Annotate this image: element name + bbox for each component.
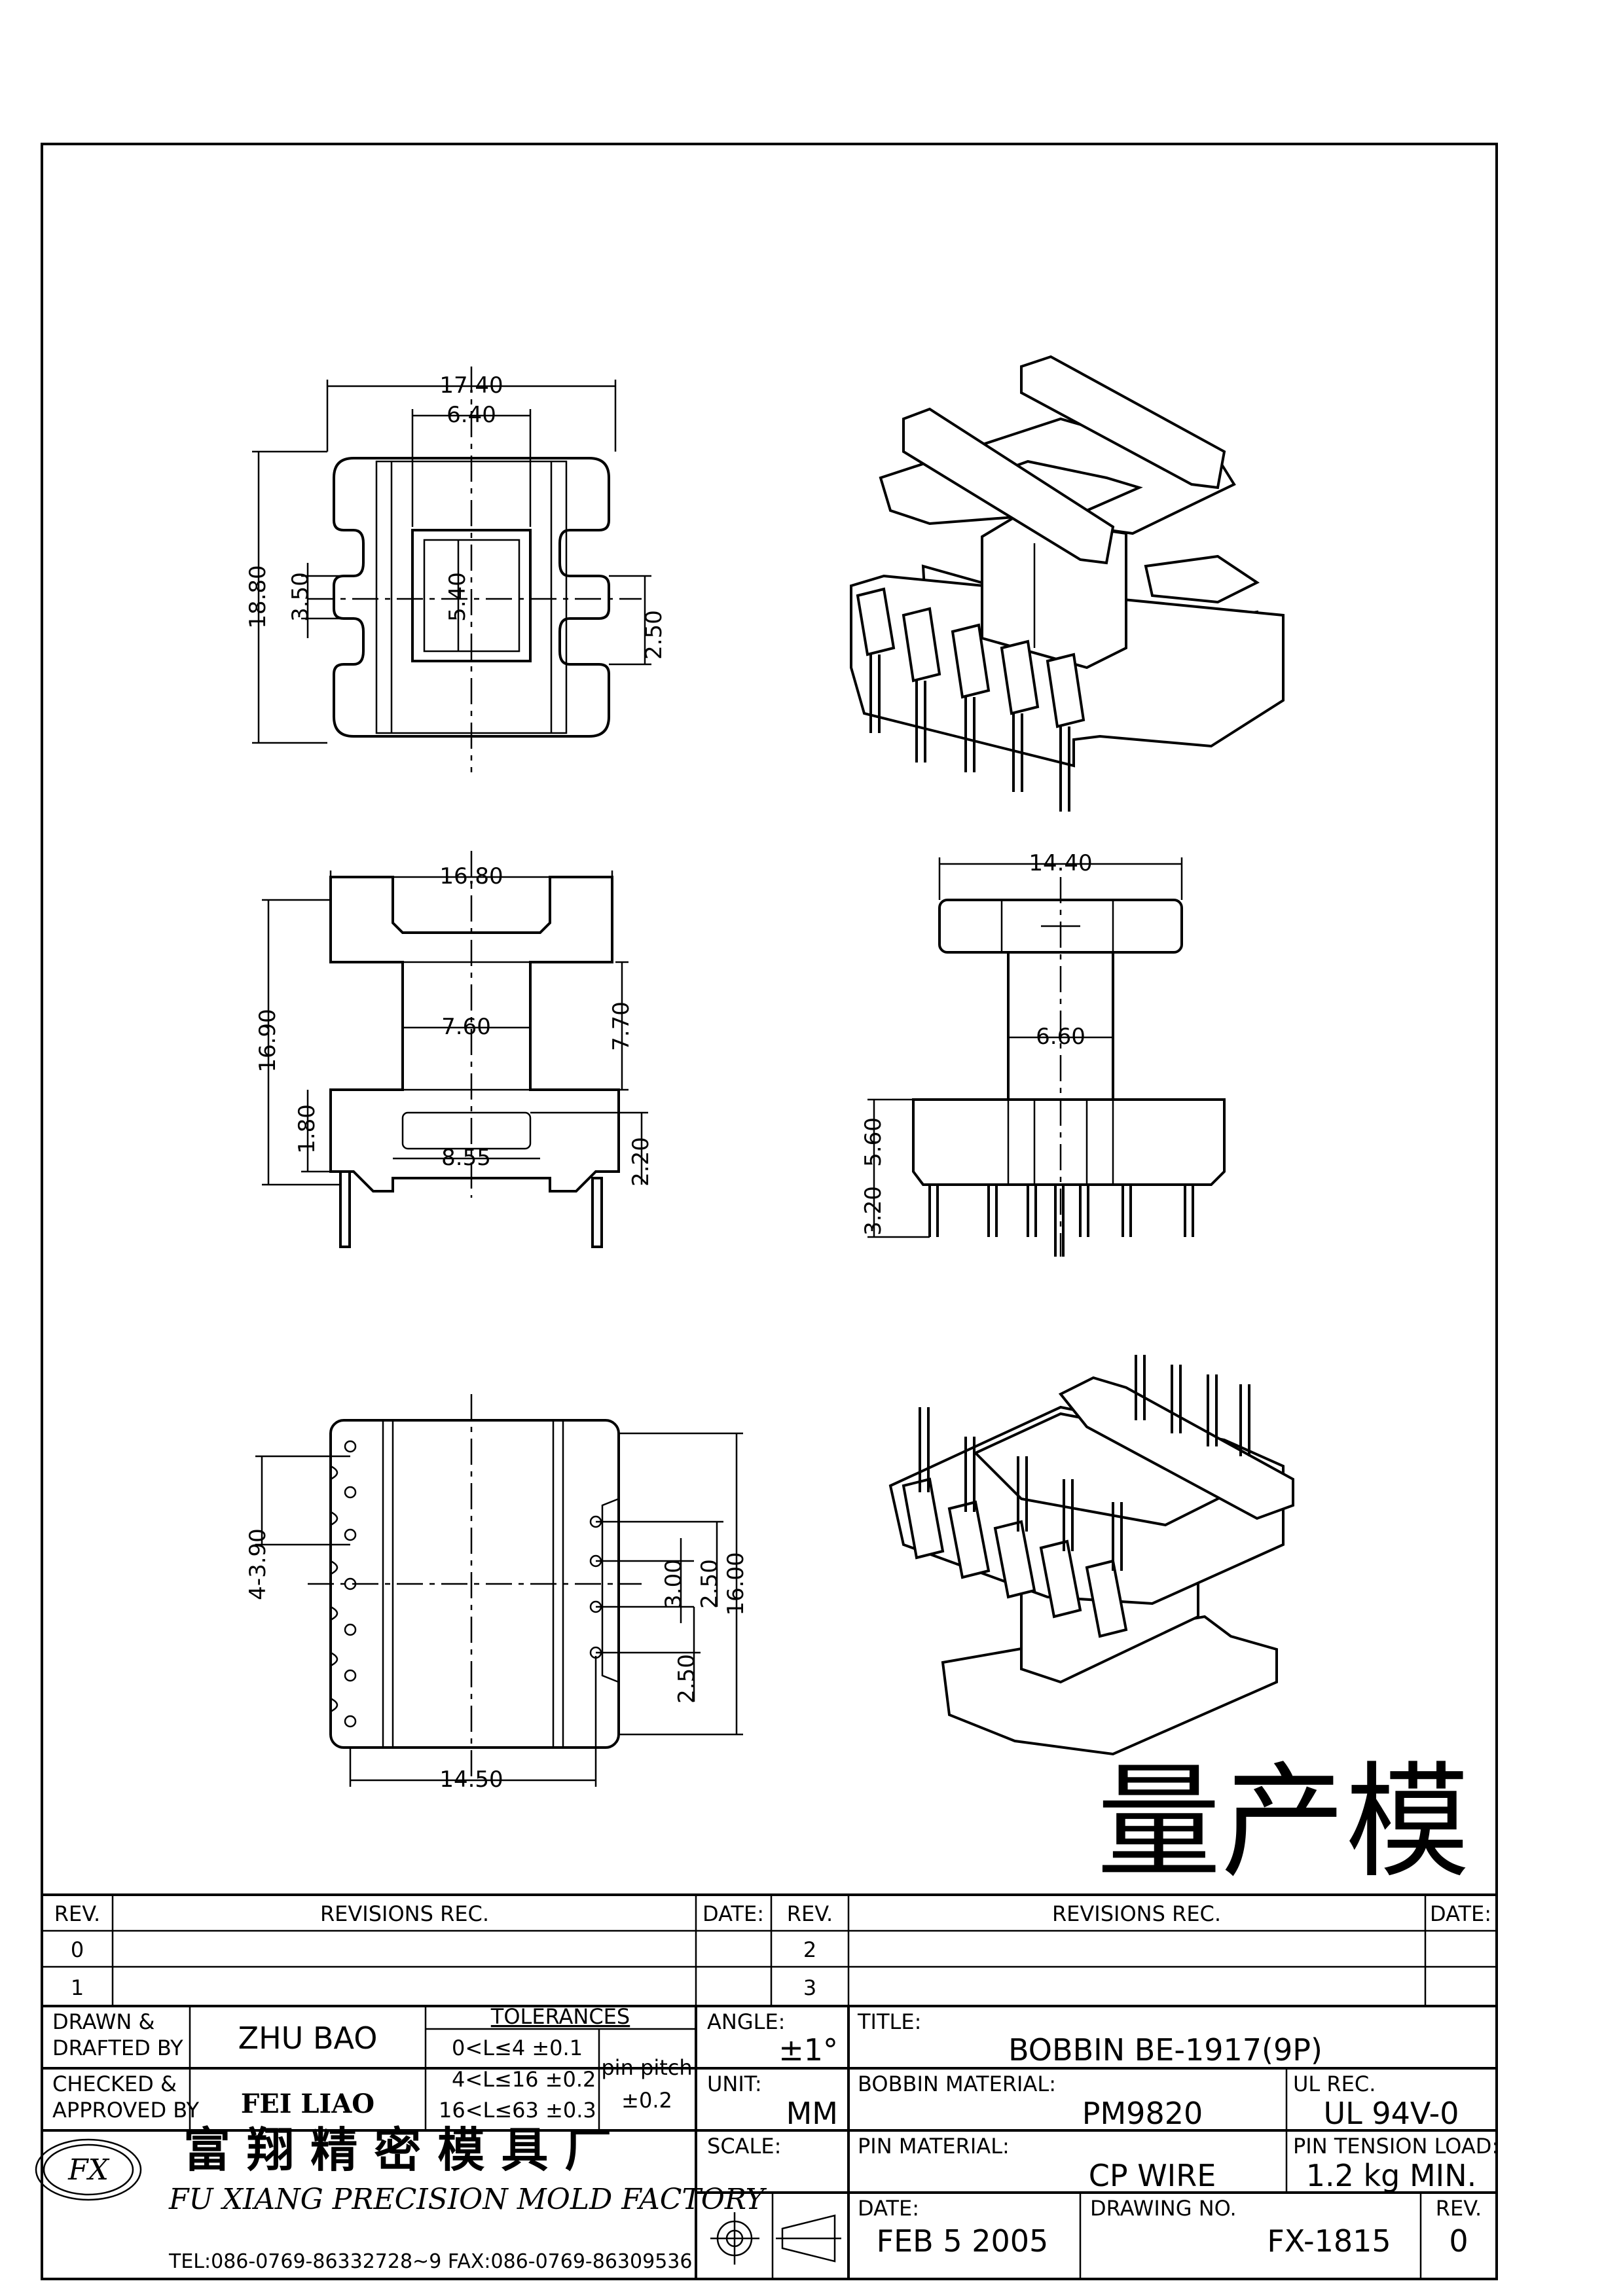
dim-front-base: 1.80 bbox=[294, 1104, 320, 1154]
dim-side-base: 5.60 bbox=[860, 1117, 886, 1167]
mass-production-stamp: 量产模 bbox=[1097, 1750, 1470, 1895]
title-label: TITLE: bbox=[857, 2009, 921, 2034]
dim-top-window: 6.40 bbox=[447, 402, 496, 428]
pin-material-value: CP WIRE bbox=[1089, 2158, 1216, 2193]
revisions-header-left: REVISIONS REC. bbox=[320, 1901, 489, 1926]
date-header-left: DATE: bbox=[702, 1901, 764, 1926]
company-name-cn: 富 翔 精 密 模 具 厂 bbox=[183, 2122, 611, 2178]
approved-by-value: FEI LIAO bbox=[241, 2089, 374, 2119]
dim-top-width: 17.40 bbox=[439, 372, 503, 399]
revisions-header-right: REVISIONS REC. bbox=[1052, 1901, 1221, 1926]
scale-label: SCALE: bbox=[707, 2134, 781, 2159]
iso-view-top bbox=[850, 355, 1285, 812]
sheet-border bbox=[41, 143, 1498, 2280]
dim-top-notch: 2.50 bbox=[641, 610, 667, 660]
dim-front-slot: 8.55 bbox=[441, 1145, 491, 1171]
dim-side-width: 14.40 bbox=[1029, 850, 1092, 876]
bottom-view: 4-3.90 3.00 2.50 16.00 2.50 14.50 bbox=[245, 1394, 749, 1793]
revision-table: REV. REVISIONS REC. DATE: REV. REVISIONS… bbox=[42, 1893, 1497, 2007]
pin-material-label: PIN MATERIAL: bbox=[858, 2134, 1010, 2159]
company-logo-icon: FX bbox=[35, 2138, 142, 2201]
projection-symbol-icon bbox=[710, 2212, 841, 2265]
rev-label: REV. bbox=[1436, 2196, 1482, 2221]
company-logo-text: FX bbox=[67, 2153, 110, 2187]
checked-label-2: APPROVED BY bbox=[52, 2098, 199, 2123]
front-view: 16.80 16.90 7.60 7.70 1.80 8.55 2.20 bbox=[255, 851, 654, 1248]
side-view: 14.40 6.60 5.60 3.20 bbox=[860, 850, 1226, 1257]
angle-value: ±1° bbox=[778, 2032, 838, 2068]
dim-side-pin: 3.20 bbox=[860, 1186, 886, 1236]
rev-header-right: REV. bbox=[787, 1901, 833, 1926]
rev-value: 0 bbox=[1449, 2223, 1468, 2259]
checked-label-1: CHECKED & bbox=[52, 2072, 177, 2096]
iso-view-bottom bbox=[888, 1355, 1294, 1756]
dim-front-winding: 7.70 bbox=[608, 1001, 634, 1051]
dim-side-core: 6.60 bbox=[1036, 1024, 1085, 1050]
unit-label: UNIT: bbox=[707, 2072, 762, 2096]
dim-bottom-length: 16.00 bbox=[723, 1552, 749, 1615]
dim-front-pin: 2.20 bbox=[628, 1137, 654, 1187]
unit-value: MM bbox=[786, 2096, 838, 2131]
dim-bottom-pitch-a: 3.00 bbox=[661, 1559, 687, 1609]
ul-rec-value: UL 94V-0 bbox=[1323, 2096, 1459, 2131]
company-contact: TEL:086-0769-86332728~9 FAX:086-0769-863… bbox=[168, 2250, 692, 2273]
dim-top-slot: 3.50 bbox=[287, 572, 314, 622]
pin-pitch-label: pin pitch bbox=[601, 2055, 692, 2080]
dim-bottom-width: 14.50 bbox=[439, 1767, 503, 1793]
dim-front-height: 16.90 bbox=[255, 1009, 281, 1072]
title-block: DRAWN & DRAFTED BY ZHU BAO CHECKED & APP… bbox=[35, 2004, 1499, 2279]
date-label: DATE: bbox=[858, 2196, 919, 2221]
dim-front-core: 7.60 bbox=[441, 1014, 491, 1040]
rev-row-1: 1 bbox=[71, 1975, 84, 2000]
tolerance-row-2: 4<L≤16 ±0.2 bbox=[452, 2067, 596, 2092]
rev-row-3: 3 bbox=[803, 1975, 816, 2000]
dim-bottom-pitch-left: 4-3.90 bbox=[245, 1528, 271, 1600]
drawing-no-label: DRAWING NO. bbox=[1090, 2196, 1237, 2221]
dim-bottom-pitch-b: 2.50 bbox=[697, 1559, 723, 1609]
pin-pitch-value: ±0.2 bbox=[621, 2088, 672, 2113]
pin-tension-label: PIN TENSION LOAD: bbox=[1293, 2134, 1499, 2159]
dim-front-width: 16.80 bbox=[439, 863, 503, 889]
rev-row-2: 2 bbox=[803, 1937, 816, 1962]
top-view: 17.40 6.40 18.80 3.50 5.40 2.50 bbox=[245, 367, 667, 772]
rev-row-0: 0 bbox=[71, 1937, 84, 1962]
drawing-title: BOBBIN BE-1917(9P) bbox=[1008, 2032, 1322, 2068]
tolerance-row-1: 0<L≤4 ±0.1 bbox=[452, 2036, 583, 2060]
dim-top-depth: 18.80 bbox=[245, 565, 271, 628]
rev-header-left: REV. bbox=[54, 1901, 100, 1926]
angle-label: ANGLE: bbox=[707, 2009, 785, 2034]
dim-top-core: 5.40 bbox=[445, 572, 471, 622]
drawn-by-value: ZHU BAO bbox=[238, 2020, 378, 2056]
company-name-en: FU XIANG PRECISION MOLD FACTORY bbox=[168, 2183, 767, 2216]
drawing-no-value: FX-1815 bbox=[1267, 2223, 1391, 2259]
drawn-label-2: DRAFTED BY bbox=[52, 2036, 183, 2060]
dim-bottom-pitch-c: 2.50 bbox=[674, 1654, 700, 1704]
date-value: FEB 5 2005 bbox=[877, 2223, 1049, 2259]
bobbin-material-value: PM9820 bbox=[1082, 2096, 1203, 2131]
tolerance-row-3: 16<L≤63 ±0.3 bbox=[439, 2098, 596, 2123]
pin-tension-value: 1.2 kg MIN. bbox=[1306, 2158, 1477, 2193]
drawn-label-1: DRAWN & bbox=[52, 2009, 155, 2034]
tolerances-title: TOLERANCES bbox=[490, 2004, 630, 2029]
bobbin-material-label: BOBBIN MATERIAL: bbox=[858, 2072, 1056, 2096]
date-header-right: DATE: bbox=[1430, 1901, 1491, 1926]
ul-rec-label: UL REC. bbox=[1293, 2072, 1376, 2096]
